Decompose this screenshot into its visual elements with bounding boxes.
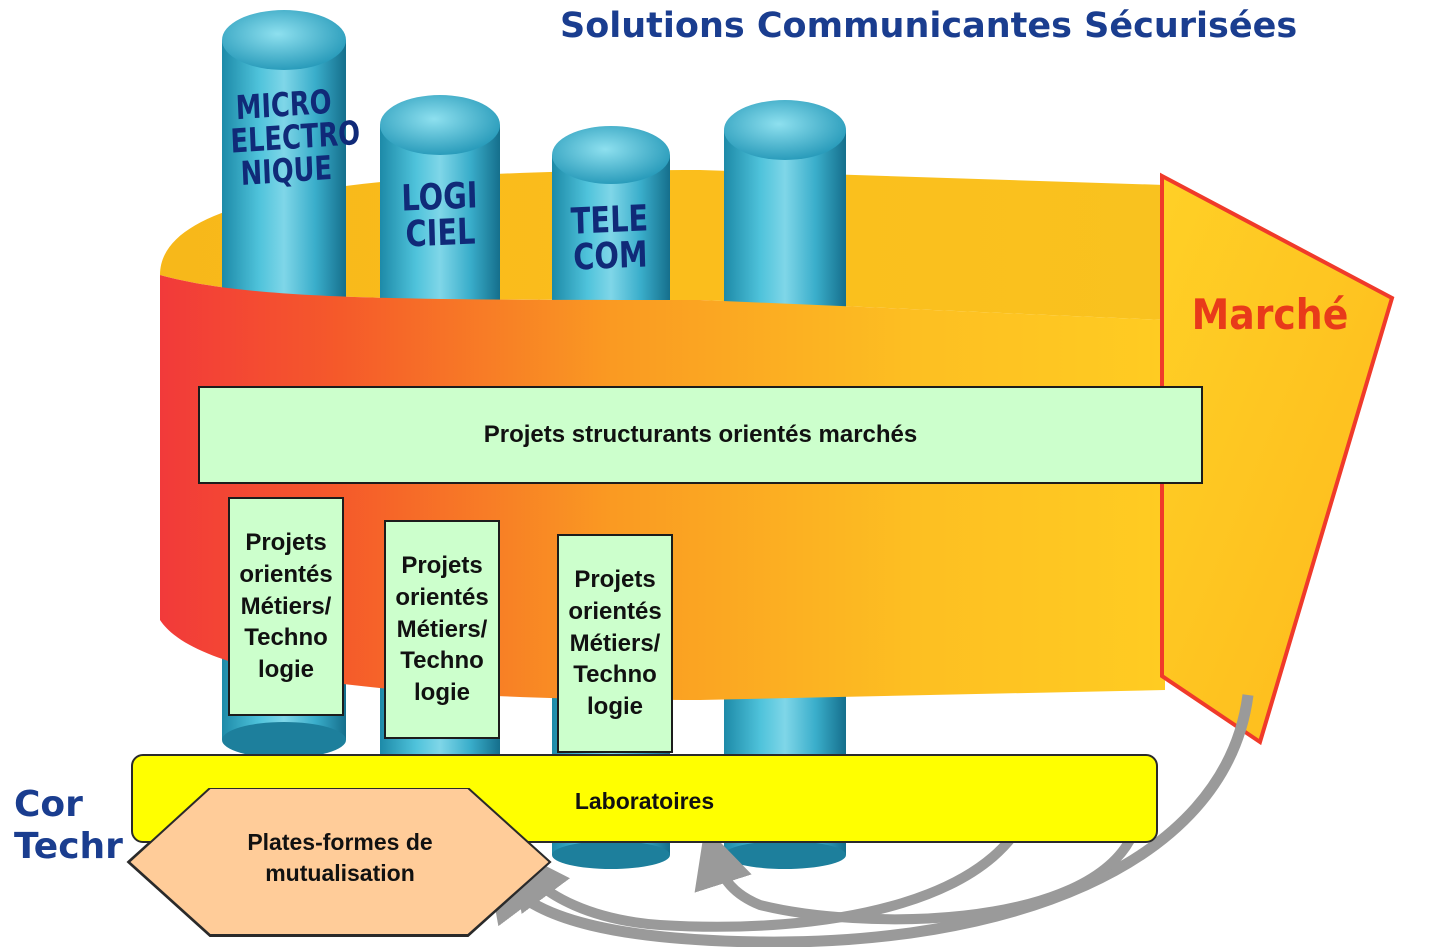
pillar-label-telecom: TELE COM xyxy=(565,198,655,279)
feedback-arrow-inner xyxy=(694,826,1135,925)
pillar-label-microelectronique: MICRO ELECTRO NIQUE xyxy=(228,81,361,193)
pillar-label-text: LOGI CIEL xyxy=(400,175,479,256)
trade-projects-box-3: Projets orientés Métiers/ Techno logie xyxy=(557,534,673,753)
market-arrow-head xyxy=(1160,172,1395,746)
pillar-label-text: TELE COM xyxy=(570,198,649,279)
laboratories-label: Laboratoires xyxy=(574,788,715,814)
trade-projects-box-1: Projets orientés Métiers/ Techno logie xyxy=(228,497,344,716)
diagram-title: Solutions Communicantes Sécurisées xyxy=(560,6,1298,46)
trade-projects-label: Projets orientés Métiers/ Techno logie xyxy=(568,566,662,720)
trade-projects-box-2: Projets orientés Métiers/ Techno logie xyxy=(384,520,500,739)
platform-hexagon-front xyxy=(128,788,552,936)
feedback-arrow-middle xyxy=(510,779,1041,932)
platform-shape xyxy=(128,788,552,936)
feedback-arrow-outer xyxy=(485,694,1254,947)
pillar-label-logiciel: LOGI CIEL xyxy=(395,175,485,256)
pillar-label-text: MICRO ELECTRO NIQUE xyxy=(229,81,361,193)
market-label: Marché xyxy=(1191,290,1349,339)
platforms-label: Plates-formes de mutualisation xyxy=(247,829,433,887)
market-projects-box: Projets structurants orientés marchés xyxy=(198,386,1203,484)
feedback-arrows xyxy=(485,694,1254,947)
trade-projects-label: Projets orientés Métiers/ Techno logie xyxy=(239,529,333,683)
left-partial-text: Cor Techr xyxy=(14,784,123,868)
market-projects-label: Projets structurants orientés marchés xyxy=(483,421,918,448)
trade-projects-label: Projets orientés Métiers/ Techno logie xyxy=(395,552,489,706)
